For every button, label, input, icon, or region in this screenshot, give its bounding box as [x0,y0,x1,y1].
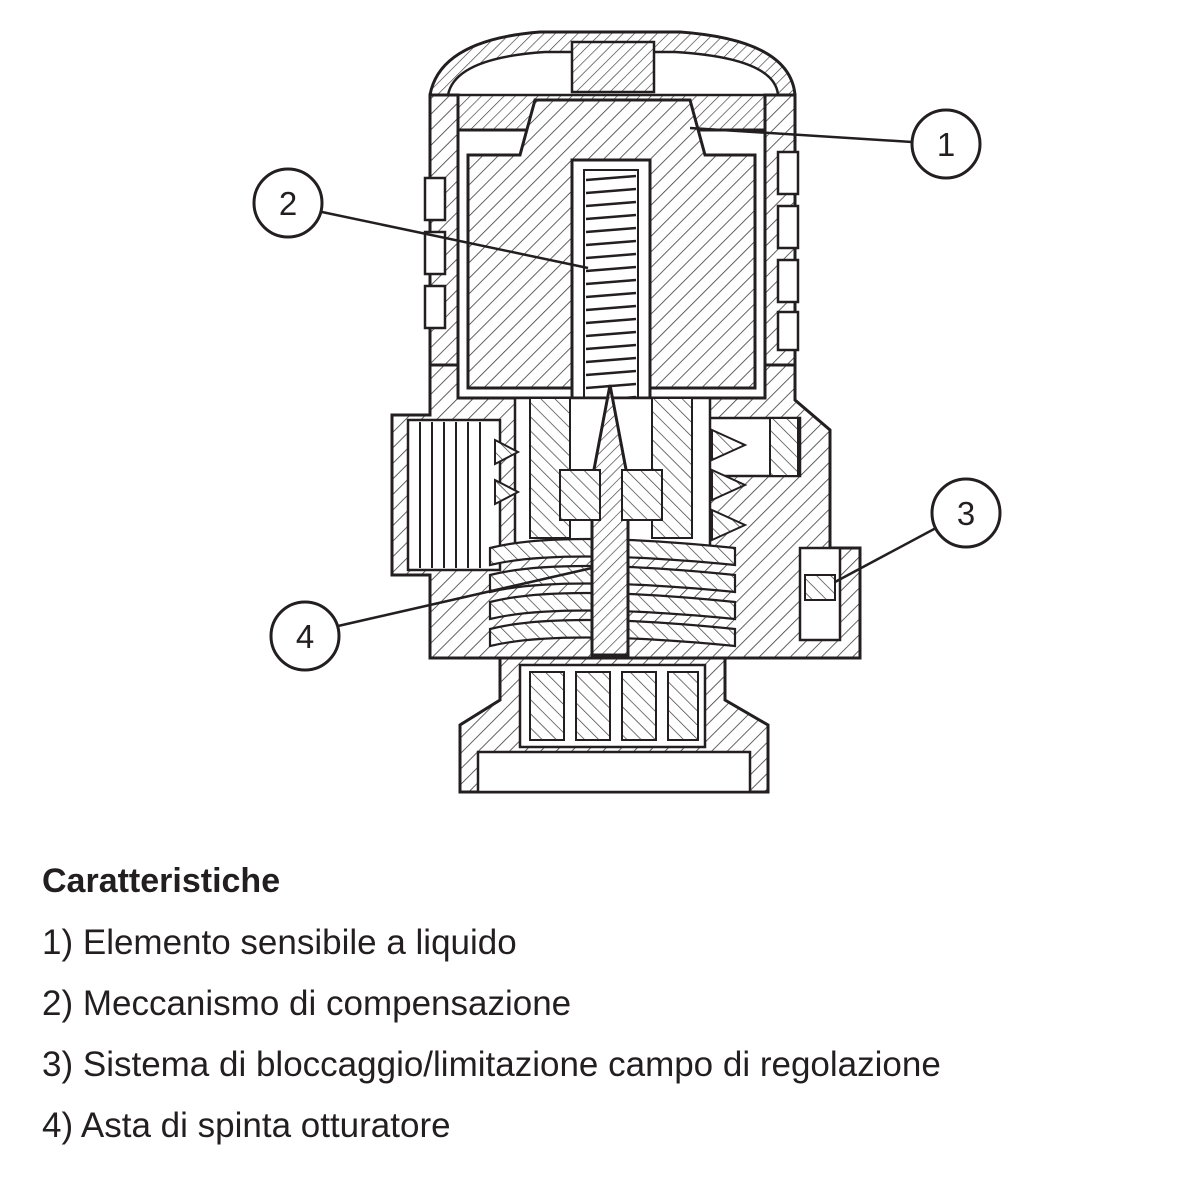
callout-4: 4 [269,566,593,672]
valve-nut [458,656,770,794]
legend-title: Caratteristiche [42,862,281,900]
callout-2: 2 [252,167,589,270]
callout-3-number: 3 [957,495,975,532]
outer-housing [423,93,800,367]
callout-3: 3 [834,477,1002,584]
features-legend: Caratteristiche 1) Elemento sensibile a … [42,858,1182,1156]
legend-item-4: 4) Asta di spinta otturatore [42,1106,451,1145]
legend-item-1: 1) Elemento sensibile a liquido [42,923,517,962]
thermostatic-head-cross-section: 1 2 3 4 [252,30,1002,794]
shutter-push-rod [559,384,663,657]
locking-limiting-system [798,546,842,642]
knob-cap [428,30,797,132]
callout-1: 1 [689,108,982,180]
callout-2-number: 2 [279,185,297,222]
callout-4-number: 4 [296,618,314,655]
legend-item-3: 3) Sistema di bloccaggio/limitazione cam… [42,1045,941,1084]
callout-1-number: 1 [937,126,955,163]
legend-item-2: 2) Meccanismo di compensazione [42,984,572,1023]
